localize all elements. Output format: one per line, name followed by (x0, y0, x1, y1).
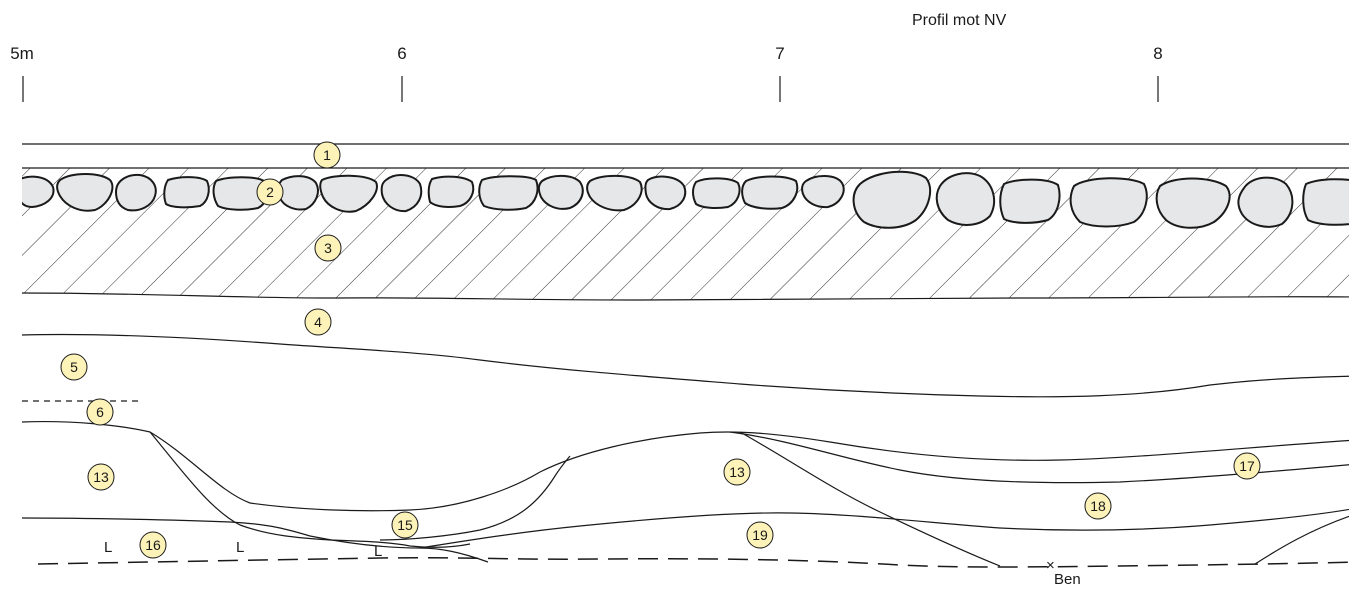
layer-18-top-line (729, 431, 1349, 484)
layer-badge-label: 6 (96, 404, 104, 420)
stone (692, 177, 741, 209)
stone (741, 175, 799, 210)
l-mark: L (104, 539, 112, 556)
layer-badge-label: 1 (323, 147, 331, 163)
layer-badge: 19 (746, 521, 774, 549)
bone-find-marker: × (1046, 557, 1055, 574)
stone (586, 174, 643, 212)
layer-badge: 13 (723, 458, 751, 486)
meter-scale: 5m 6 7 8 (10, 44, 1163, 102)
stone (114, 173, 157, 212)
stone (163, 176, 210, 209)
stone (212, 176, 269, 211)
layer-badge: 2 (256, 178, 284, 206)
scale-label-5m: 5m (10, 44, 34, 63)
pit-fill-line (379, 455, 571, 541)
layer-badge-label: 13 (93, 469, 109, 485)
layer-18-boundary-line (1254, 515, 1349, 565)
bone-find-label: Ben (1054, 571, 1081, 588)
pit-fill-line (149, 431, 471, 548)
layer-badge: 15 (391, 511, 419, 539)
layer-badge: 13 (87, 463, 115, 491)
layer-4-bottom-line (22, 333, 1349, 398)
stone (478, 175, 539, 211)
layer-3-bottom-line (22, 292, 1349, 301)
stone (1237, 176, 1294, 228)
stone (56, 173, 114, 212)
layer-badge: 3 (314, 234, 342, 262)
stone (380, 174, 423, 213)
pit-fill-line (22, 517, 489, 563)
layer-badge-label: 16 (145, 537, 161, 553)
stone-row (22, 170, 1349, 229)
stone (852, 170, 932, 229)
stone (999, 178, 1061, 224)
scale-label-8: 8 (1153, 44, 1162, 63)
scale-label-6: 6 (397, 44, 406, 63)
layer-badge-label: 18 (1090, 498, 1106, 514)
layer-badge-label: 15 (397, 517, 413, 533)
stone (644, 175, 687, 211)
layer-badge-label: 4 (314, 314, 322, 330)
layer-badge: 16 (139, 531, 167, 559)
stone (277, 175, 319, 211)
layer-badge: 18 (1084, 492, 1112, 520)
layer-badge-label: 17 (1239, 458, 1255, 474)
stone (935, 172, 996, 226)
layer-badge: 5 (60, 353, 88, 381)
stone (319, 174, 378, 213)
profile-title: Profil mot NV (912, 12, 1007, 29)
layer-badge-label: 5 (70, 359, 78, 375)
stone (537, 174, 584, 210)
l-mark: L (236, 539, 244, 556)
layer-badge-label: 19 (752, 527, 768, 543)
stone (1069, 177, 1148, 228)
layer-badge: 17 (1233, 452, 1261, 480)
layer-18-boundary-line (739, 431, 1001, 567)
layer-badge: 4 (304, 308, 332, 336)
stone (801, 175, 845, 209)
layer-badge-label: 13 (729, 464, 745, 480)
l-mark: L (374, 543, 382, 560)
layer-13-top-line (22, 420, 1349, 512)
stone (22, 175, 55, 209)
layer-badge-label: 2 (266, 184, 274, 200)
stone (1155, 177, 1231, 229)
scale-label-7: 7 (775, 44, 784, 63)
layer-19-top-line (419, 508, 1349, 549)
layer-badge: 6 (86, 398, 114, 426)
layer-badge-label: 3 (324, 240, 332, 256)
excavation-bottom-dashed-line (37, 557, 1349, 568)
layer-badge: 1 (313, 141, 341, 169)
stone (1302, 178, 1349, 226)
stone (427, 175, 475, 208)
